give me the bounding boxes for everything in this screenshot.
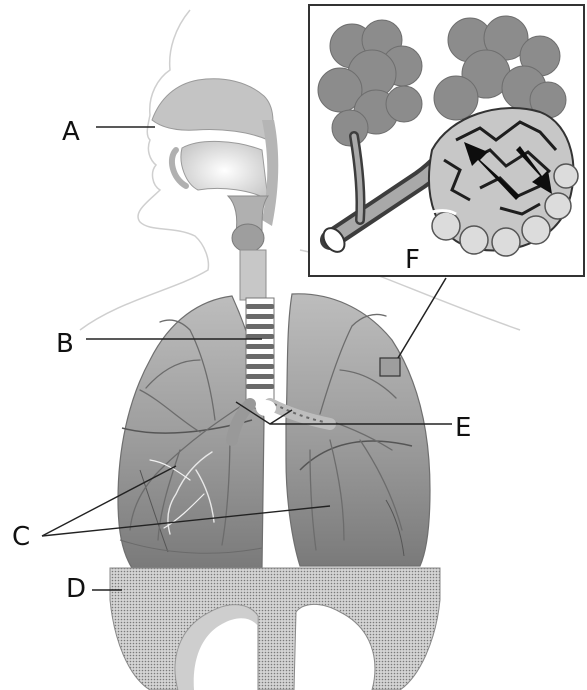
larynx: [228, 196, 268, 300]
label-f: F: [405, 245, 420, 275]
alveoli-inset: [309, 5, 584, 276]
right-lung: [286, 294, 430, 566]
label-a: A: [62, 117, 80, 147]
zoom-indicator: [380, 278, 446, 376]
label-d: D: [66, 574, 86, 604]
diaphragm: [110, 568, 440, 690]
label-e: E: [455, 413, 471, 443]
left-lung: [118, 296, 264, 568]
label-b: B: [56, 329, 74, 359]
label-c: C: [12, 522, 30, 552]
